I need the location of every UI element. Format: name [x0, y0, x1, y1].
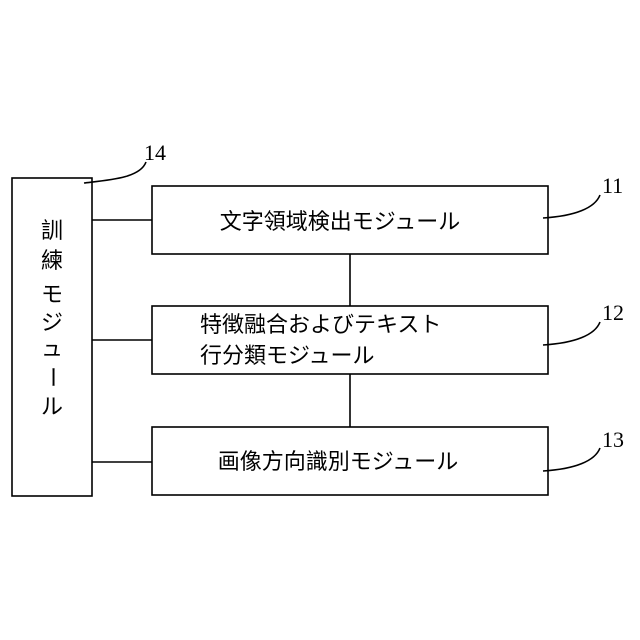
orientation-recognition-module-label: 画像方向識別モジュール: [218, 450, 458, 475]
training-label-char: ジ: [41, 311, 63, 336]
text-region-detection-module-label: 文字領域検出モジュール: [220, 210, 460, 235]
training-label-char: モ: [41, 283, 63, 308]
training-label-char: 練: [41, 249, 63, 274]
reference-number-14: 14: [144, 140, 166, 165]
feature-fusion-module-label-line1: 特徴融合およびテキスト: [200, 313, 441, 338]
reference-number-11: 11: [602, 173, 623, 198]
training-label-char: 訓: [41, 219, 63, 244]
training-label-char: ュ: [41, 337, 63, 362]
training-label-char: ー: [39, 366, 64, 388]
leader-line-12: [543, 322, 600, 345]
training-label-char: ル: [41, 395, 63, 420]
reference-number-13: 13: [602, 427, 624, 452]
leader-line-11: [543, 195, 600, 218]
leader-line-13: [543, 448, 600, 471]
reference-number-12: 12: [602, 300, 624, 325]
leader-line-14: [84, 162, 146, 183]
feature-fusion-module-label-line2: 行分類モジュール: [200, 344, 374, 369]
